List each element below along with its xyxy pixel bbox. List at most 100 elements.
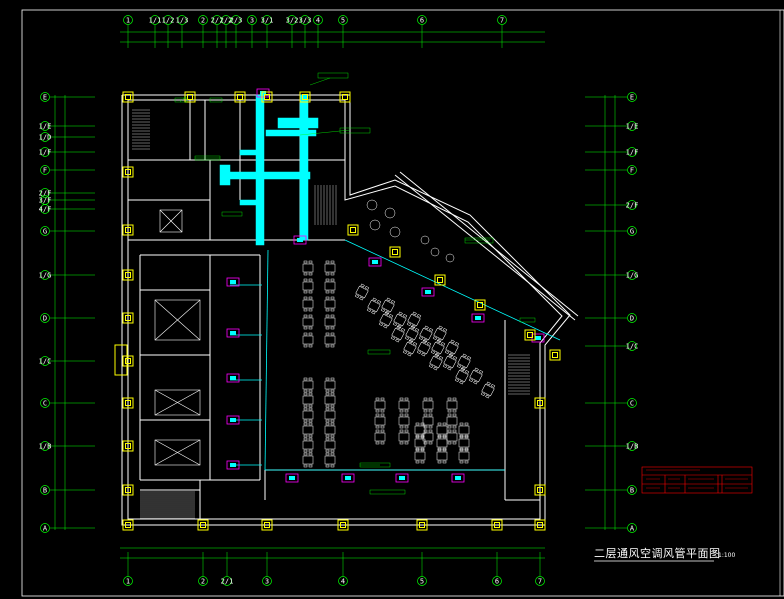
axis-bubble — [40, 226, 50, 236]
axis-label: 6 — [420, 16, 424, 24]
axis-label: 2/3 — [230, 16, 243, 24]
terminal-unit — [226, 415, 240, 425]
axis-bubble — [123, 15, 133, 25]
column — [122, 397, 134, 409]
axis-label: 1/1 — [149, 16, 162, 24]
dining-table — [324, 377, 336, 393]
axis-bubble — [627, 270, 637, 280]
column — [549, 349, 561, 361]
unit-core — [260, 91, 266, 95]
axis-label: 3 — [250, 16, 254, 24]
axis-bubble — [262, 576, 272, 586]
duct-branches — [230, 239, 561, 471]
axis-bubble — [177, 15, 187, 25]
column — [339, 91, 351, 103]
axis-bubble — [198, 15, 208, 25]
column — [434, 274, 446, 286]
dining-table — [324, 392, 336, 408]
column — [122, 224, 134, 236]
terminal-unit — [421, 287, 435, 297]
column — [474, 299, 486, 311]
dining-table — [378, 311, 394, 329]
unit-core — [425, 290, 431, 294]
dining-table — [380, 297, 396, 315]
column-core — [125, 443, 131, 449]
column-core — [537, 522, 543, 528]
dining-table — [414, 422, 426, 438]
duct-annotations — [174, 72, 536, 495]
elevator-shafts — [154, 209, 201, 466]
dining-table — [446, 397, 458, 413]
column — [122, 269, 134, 281]
column-core — [125, 94, 131, 100]
terminal-unit — [451, 473, 465, 483]
dining-table — [428, 353, 444, 371]
axis-bubble — [40, 270, 50, 280]
axis-bubble — [40, 485, 50, 495]
axis-bubble — [338, 576, 348, 586]
axis-bubble — [40, 523, 50, 533]
column-core — [125, 315, 131, 321]
drawing-border — [21, 9, 784, 597]
axis-bubble — [627, 165, 637, 175]
dining-table — [480, 381, 496, 399]
unit-core — [230, 376, 236, 380]
axis-label: 1/2 — [162, 16, 175, 24]
axis-bubble — [40, 441, 50, 451]
building-walls — [121, 94, 579, 526]
column-core — [187, 94, 193, 100]
axis-bubble — [247, 15, 257, 25]
dining-table — [390, 325, 406, 343]
dining-table — [454, 367, 470, 385]
column-core — [477, 302, 483, 308]
axis-bubble — [627, 523, 637, 533]
column — [347, 224, 359, 236]
axis-label: 1/B — [626, 442, 639, 450]
axis-bubble — [40, 132, 50, 142]
terminal-unit — [226, 460, 240, 470]
dining-table — [302, 377, 314, 393]
axis-bubble — [313, 15, 323, 25]
terminal-unit — [471, 313, 485, 323]
axis-label: 1/D — [39, 133, 52, 141]
column — [122, 355, 134, 367]
dining-table — [366, 297, 382, 315]
column-core — [125, 227, 131, 233]
dining-table — [398, 397, 410, 413]
dining-table — [398, 429, 410, 445]
dining-table — [406, 311, 422, 329]
axis-label: E — [43, 93, 47, 101]
unit-core — [455, 476, 461, 480]
axis-bubble — [287, 15, 297, 25]
column-core — [200, 522, 206, 528]
drawing-title: 二层通风空调风管平面图 — [594, 546, 721, 560]
dining-table — [458, 422, 470, 438]
column-core — [537, 487, 543, 493]
dining-table — [302, 437, 314, 453]
axis-label: B — [43, 486, 47, 494]
dining-table — [324, 260, 336, 276]
unit-core — [475, 316, 481, 320]
column-core — [302, 94, 308, 100]
axis-bubble — [417, 15, 427, 25]
dining-table — [302, 296, 314, 312]
axis-labels-left: E1/E1/D1/FF2/F3/F4/FG1/GD1/CC1/BBA — [39, 92, 95, 533]
dining-table — [446, 429, 458, 445]
dining-table — [324, 332, 336, 348]
unit-core — [230, 331, 236, 335]
air-terminal-units — [226, 88, 545, 483]
axis-bubble — [222, 576, 232, 586]
axis-bubble — [40, 313, 50, 323]
axis-bubble — [163, 15, 173, 25]
axis-label: B — [630, 486, 634, 494]
terminal-unit — [368, 257, 382, 267]
axis-label: 2/F — [39, 189, 52, 197]
unit-core — [230, 463, 236, 467]
unit-core — [230, 280, 236, 284]
dining-table — [436, 448, 448, 464]
dining-table — [324, 296, 336, 312]
axis-label: 3/2 — [286, 16, 299, 24]
axis-label: 5 — [420, 577, 424, 585]
